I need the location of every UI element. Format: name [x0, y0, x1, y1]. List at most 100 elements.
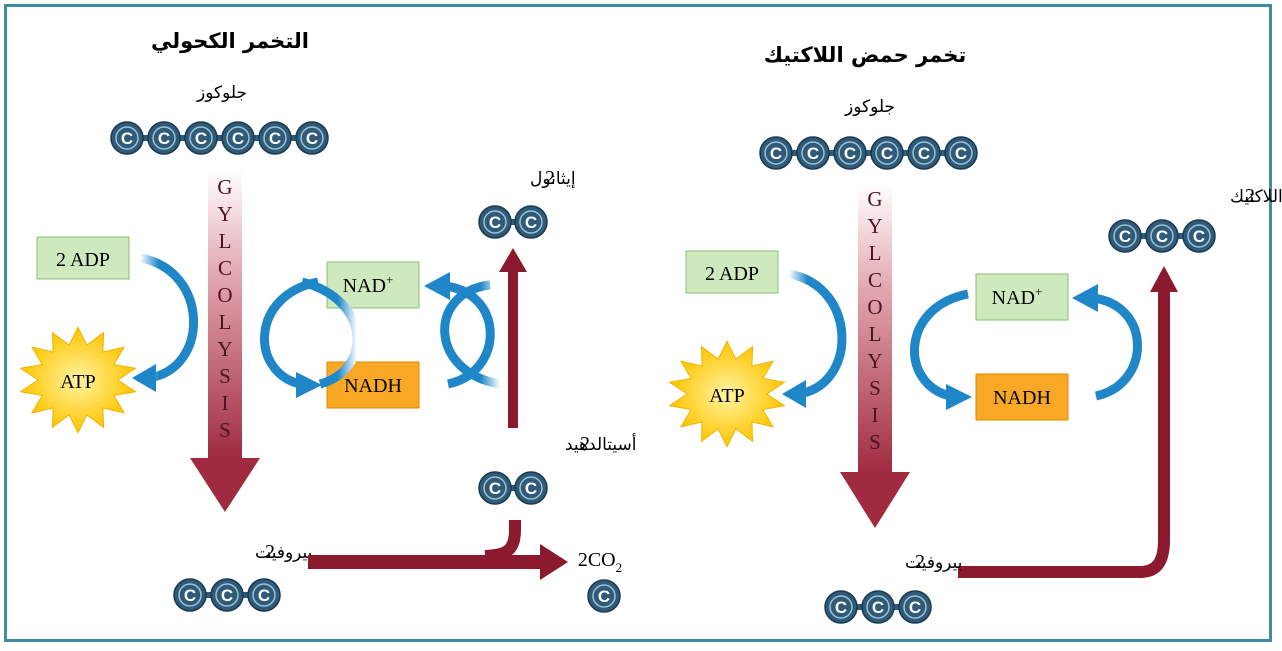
nad-to-nadh-arrow-solid	[260, 277, 319, 389]
glucose-label: جلوكوز	[196, 83, 247, 103]
carbon-atom-ring	[1150, 224, 1174, 248]
co2-carbon: C	[587, 579, 621, 613]
adp-to-atp-arrowhead	[132, 364, 156, 392]
adp-box-right	[685, 250, 779, 294]
carbon-letter: C	[195, 129, 207, 148]
pyruvate-count-left: 2	[265, 541, 275, 563]
glycolysis-letter: Y	[867, 349, 882, 373]
carbon-letter: C	[121, 129, 133, 148]
atp-label: ATP	[60, 371, 96, 393]
glycolysis-arrow	[190, 170, 260, 512]
carbon-atom-ring	[903, 595, 927, 619]
glycolysis-letter: L	[869, 322, 882, 346]
acetaldehyde-count: 2	[580, 433, 590, 455]
carbon-atom-ring	[1187, 224, 1211, 248]
nad-to-nadh-arrowhead-right	[946, 384, 972, 410]
carbon-letter: C	[835, 598, 847, 617]
carbon-atom-ring	[912, 141, 936, 165]
adp-label: 2 ADP	[56, 249, 110, 271]
carbon-atom-ring	[592, 584, 616, 608]
glycolysis-letter: L	[219, 229, 232, 253]
pyruvate-to-co2-arrowhead	[540, 544, 568, 580]
acetaldehyde-to-ethanol-arrowhead	[499, 248, 527, 272]
carbon-letter: C	[221, 586, 233, 605]
carbon-letter: C	[184, 586, 196, 605]
carbon-letter: C	[306, 129, 318, 148]
nadh-to-nad-arrowhead	[424, 272, 450, 300]
nad-label: NAD+	[343, 272, 394, 297]
carbon-letter: C	[525, 479, 537, 498]
nad-label-right: NAD+	[992, 284, 1043, 309]
nad-to-nadh-arrow	[300, 277, 362, 389]
nadh-label-right: NADH	[993, 387, 1051, 409]
carbon-letter: C	[598, 587, 610, 606]
carbon-letter: C	[872, 598, 884, 617]
carbon-letter: C	[158, 129, 170, 148]
carbon-letter: C	[909, 598, 921, 617]
carbon-atom-ring	[838, 141, 862, 165]
pyruvate-label-left: بيروفيت	[255, 543, 312, 563]
carbon-letter: C	[525, 213, 537, 232]
carbon-atom-ring	[866, 595, 890, 619]
atp-label-right: ATP	[709, 385, 745, 407]
carbon-atom-ring	[252, 583, 276, 607]
glycolysis-letter: Y	[867, 214, 882, 238]
nad-to-nadh-arrow-right	[910, 289, 969, 401]
carbon-letter: C	[918, 144, 930, 163]
carbon-letter: C	[489, 213, 501, 232]
carbon-atom-ring	[189, 126, 213, 150]
nadh-box-right	[975, 373, 1069, 421]
carbon-atom-ring	[801, 141, 825, 165]
carbon-letter: C	[1119, 227, 1131, 246]
carbon-letter: C	[1193, 227, 1205, 246]
glycolysis-letter: I	[872, 403, 879, 427]
carbon-atom-ring	[152, 126, 176, 150]
carbon-atom-ring	[263, 126, 287, 150]
acetaldehyde-to-ethanol-arrow	[508, 268, 518, 428]
glycolysis-letter: Y	[217, 337, 232, 361]
adp-box	[36, 236, 130, 280]
carbon-atom-ring	[115, 126, 139, 150]
glycolysis-letter: G	[217, 175, 232, 199]
glycolysis-letter: S	[869, 430, 881, 454]
pyruvate-to-lactic-arrow	[958, 290, 1170, 578]
lactic-acid-label: حمض اللاكتيك	[1230, 187, 1282, 207]
glycolysis-letter: S	[219, 418, 231, 442]
pyruvate-to-lactic-arrowhead	[1150, 266, 1178, 292]
glycolysis-arrow-right	[840, 184, 910, 528]
carbon-letter: C	[269, 129, 281, 148]
carbon-letter: C	[844, 144, 856, 163]
carbon-atom-ring	[829, 595, 853, 619]
adp-label-right: 2 ADP	[705, 263, 759, 285]
glucose-label-right: جلوكوز	[844, 97, 895, 117]
carbon-letter: C	[955, 144, 967, 163]
glycolysis-letter: O	[217, 283, 232, 307]
pyruvate-label-right: بيروفيت	[905, 553, 962, 573]
carbon-atom-ring	[226, 126, 250, 150]
glycolysis-letter: I	[222, 391, 229, 415]
carbon-letter: C	[489, 479, 501, 498]
glycolysis-letter: C	[868, 268, 882, 292]
glycolysis-letter: C	[218, 256, 232, 280]
carbon-atom-ring	[949, 141, 973, 165]
carbon-atom-ring	[483, 476, 507, 500]
lactic-fermentation-title: تخمر حمض اللاكتيك	[764, 43, 967, 67]
glycolysis-letter: Y	[217, 202, 232, 226]
atp-burst	[19, 326, 137, 434]
branch-to-acetaldehyde	[484, 520, 521, 562]
glycolysis-letter: S	[869, 376, 881, 400]
nad-box-right	[975, 273, 1069, 321]
pyruvate-count-right: 2	[915, 551, 925, 573]
carbon-atom-ring	[1113, 224, 1137, 248]
adp-to-atp-arrow-right	[788, 269, 847, 399]
carbon-letter: C	[258, 586, 270, 605]
